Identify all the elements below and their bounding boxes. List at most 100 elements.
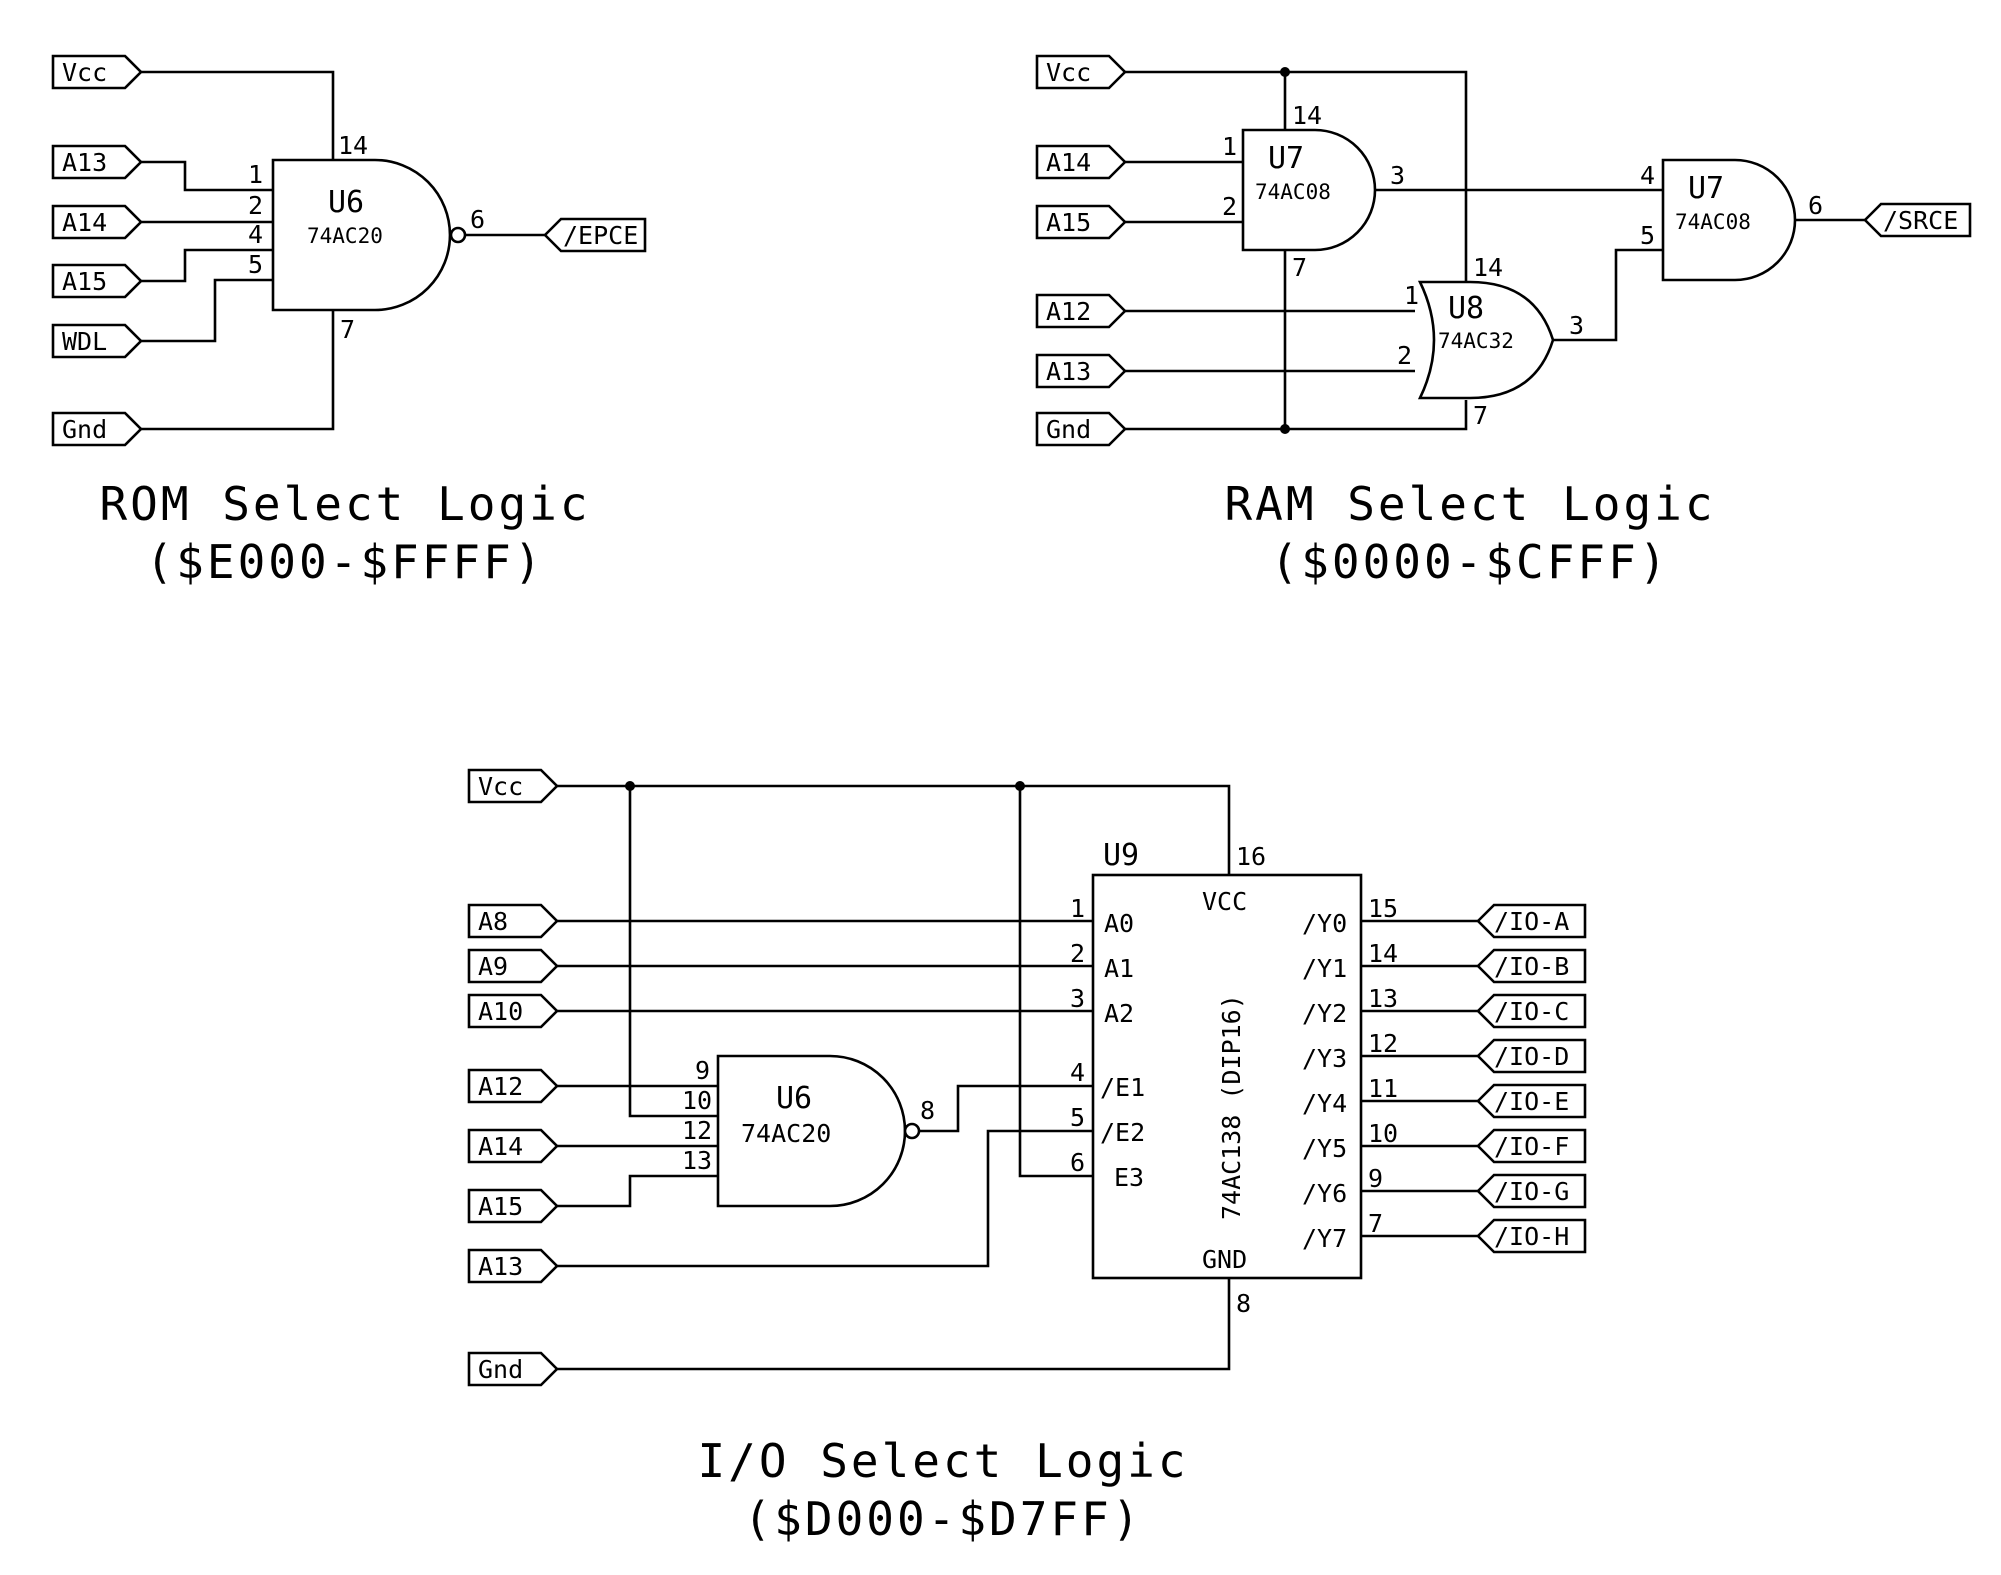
svg-text:8: 8 xyxy=(920,1096,935,1125)
svg-text:WDL: WDL xyxy=(62,327,107,356)
rom-wires xyxy=(141,70,545,431)
svg-text:2: 2 xyxy=(1070,939,1085,968)
svg-text:A2: A2 xyxy=(1104,999,1134,1028)
svg-text:74AC20: 74AC20 xyxy=(307,224,383,248)
junction-dot xyxy=(1280,67,1290,77)
io-address-range: ($D000-$D7FF) xyxy=(743,1492,1142,1546)
io-select-logic: Vcc A8 A9 A10 A12 A14 A15 A13 xyxy=(467,768,1587,1546)
net-flag-gnd: Gnd xyxy=(51,411,143,447)
net-flag-io-b: /IO-B xyxy=(1476,948,1587,984)
junction-dot xyxy=(1280,424,1290,434)
svg-text:A9: A9 xyxy=(478,952,508,981)
svg-text:A13: A13 xyxy=(62,148,107,177)
svg-text:6: 6 xyxy=(1070,1148,1085,1177)
net-flag-io-c: /IO-C xyxy=(1476,993,1587,1029)
junction-dot xyxy=(1015,781,1025,791)
svg-text:7: 7 xyxy=(1292,253,1307,282)
svg-text:7: 7 xyxy=(1368,1209,1383,1238)
svg-text:A14: A14 xyxy=(478,1132,523,1161)
net-flag-wdl: WDL xyxy=(51,323,143,359)
svg-text:/E2: /E2 xyxy=(1100,1118,1145,1147)
net-flag-a15: A15 xyxy=(51,263,143,299)
svg-text:A15: A15 xyxy=(478,1192,523,1221)
svg-text:4: 4 xyxy=(1070,1058,1085,1087)
svg-text:/IO-B: /IO-B xyxy=(1494,952,1569,981)
svg-text:15: 15 xyxy=(1368,894,1398,923)
svg-text:/Y2: /Y2 xyxy=(1302,999,1347,1028)
net-flag-io-e: /IO-E xyxy=(1476,1083,1587,1119)
svg-text:GND: GND xyxy=(1202,1245,1247,1274)
ram-and-gate-u7b: U7 74AC08 4 5 6 xyxy=(1640,158,1823,282)
net-flag-a14: A14 xyxy=(467,1128,559,1164)
svg-text:10: 10 xyxy=(682,1086,712,1115)
svg-text:7: 7 xyxy=(340,315,355,344)
svg-text:A12: A12 xyxy=(478,1072,523,1101)
rom-address-range: ($E000-$FFFF) xyxy=(145,535,544,589)
svg-text:A0: A0 xyxy=(1104,909,1134,938)
svg-text:U6: U6 xyxy=(776,1081,812,1116)
net-flag-a14: A14 xyxy=(51,204,143,240)
svg-text:/SRCE: /SRCE xyxy=(1883,206,1958,235)
net-flag-vcc: Vcc xyxy=(1035,54,1127,90)
svg-text:Gnd: Gnd xyxy=(1046,415,1091,444)
net-flag-io-d: /IO-D xyxy=(1476,1038,1587,1074)
svg-text:/IO-H: /IO-H xyxy=(1494,1222,1569,1251)
svg-text:/IO-E: /IO-E xyxy=(1494,1087,1569,1116)
svg-text:12: 12 xyxy=(1368,1029,1398,1058)
net-flag-gnd: Gnd xyxy=(467,1351,559,1387)
svg-text:3: 3 xyxy=(1390,161,1405,190)
net-flag-a15: A15 xyxy=(1035,204,1127,240)
ram-address-range: ($0000-$CFFF) xyxy=(1270,535,1669,589)
svg-text:/Y3: /Y3 xyxy=(1302,1044,1347,1073)
svg-text:1: 1 xyxy=(1070,894,1085,923)
svg-text:2: 2 xyxy=(1222,192,1237,221)
svg-text:A15: A15 xyxy=(62,267,107,296)
rom-pin-numbers: 14 7 1 2 4 5 6 xyxy=(248,131,485,344)
svg-text:A10: A10 xyxy=(478,997,523,1026)
svg-text:/IO-G: /IO-G xyxy=(1494,1177,1569,1206)
svg-text:1: 1 xyxy=(1404,281,1419,310)
svg-text:/IO-F: /IO-F xyxy=(1494,1132,1569,1161)
svg-text:14: 14 xyxy=(1368,939,1398,968)
svg-text:A14: A14 xyxy=(62,208,107,237)
net-flag-a12: A12 xyxy=(1035,293,1127,329)
svg-text:1: 1 xyxy=(248,160,263,189)
ram-and-gate-u7a: U7 74AC08 14 7 1 2 3 xyxy=(1222,101,1405,282)
net-flag-io-h: /IO-H xyxy=(1476,1218,1587,1254)
rom-select-logic: Vcc A13 A14 A15 WDL Gnd xyxy=(51,54,647,589)
svg-text:74AC20: 74AC20 xyxy=(741,1119,831,1148)
net-flag-a15: A15 xyxy=(467,1188,559,1224)
svg-text:74AC08: 74AC08 xyxy=(1255,180,1331,204)
svg-text:/IO-C: /IO-C xyxy=(1494,997,1569,1026)
net-flag-a13: A13 xyxy=(467,1248,559,1284)
svg-text:Vcc: Vcc xyxy=(478,772,523,801)
svg-text:6: 6 xyxy=(470,205,485,234)
ram-or-gate-u8: U8 74AC32 14 7 1 2 3 xyxy=(1397,253,1584,430)
svg-text:/IO-A: /IO-A xyxy=(1494,907,1569,936)
svg-text:2: 2 xyxy=(1397,341,1412,370)
svg-text:E3: E3 xyxy=(1114,1163,1144,1192)
io-decoder-74ac138: U9 16 8 VCC GND 74AC138 (DIP16) 1 A0 2 A… xyxy=(1070,838,1398,1318)
net-flag-vcc: Vcc xyxy=(51,54,143,90)
svg-text:4: 4 xyxy=(248,220,263,249)
svg-text:74AC08: 74AC08 xyxy=(1675,210,1751,234)
net-flag-gnd: Gnd xyxy=(1035,411,1127,447)
net-flag-io-g: /IO-G xyxy=(1476,1173,1587,1209)
net-flag-a13: A13 xyxy=(1035,353,1127,389)
svg-text:U7: U7 xyxy=(1688,171,1724,206)
svg-text:1: 1 xyxy=(1222,132,1237,161)
svg-text:13: 13 xyxy=(682,1146,712,1175)
svg-text:8: 8 xyxy=(1236,1289,1251,1318)
net-flag-io-a: /IO-A xyxy=(1476,903,1587,939)
svg-text:4: 4 xyxy=(1640,161,1655,190)
svg-text:9: 9 xyxy=(1368,1164,1383,1193)
ram-select-logic: Vcc A14 A15 A12 A13 Gnd xyxy=(1035,54,1972,589)
svg-text:A14: A14 xyxy=(1046,148,1091,177)
svg-text:VCC: VCC xyxy=(1202,887,1247,916)
svg-text:A12: A12 xyxy=(1046,297,1091,326)
svg-text:3: 3 xyxy=(1569,311,1584,340)
svg-text:14: 14 xyxy=(338,131,368,160)
svg-text:A15: A15 xyxy=(1046,208,1091,237)
svg-text:13: 13 xyxy=(1368,984,1398,1013)
